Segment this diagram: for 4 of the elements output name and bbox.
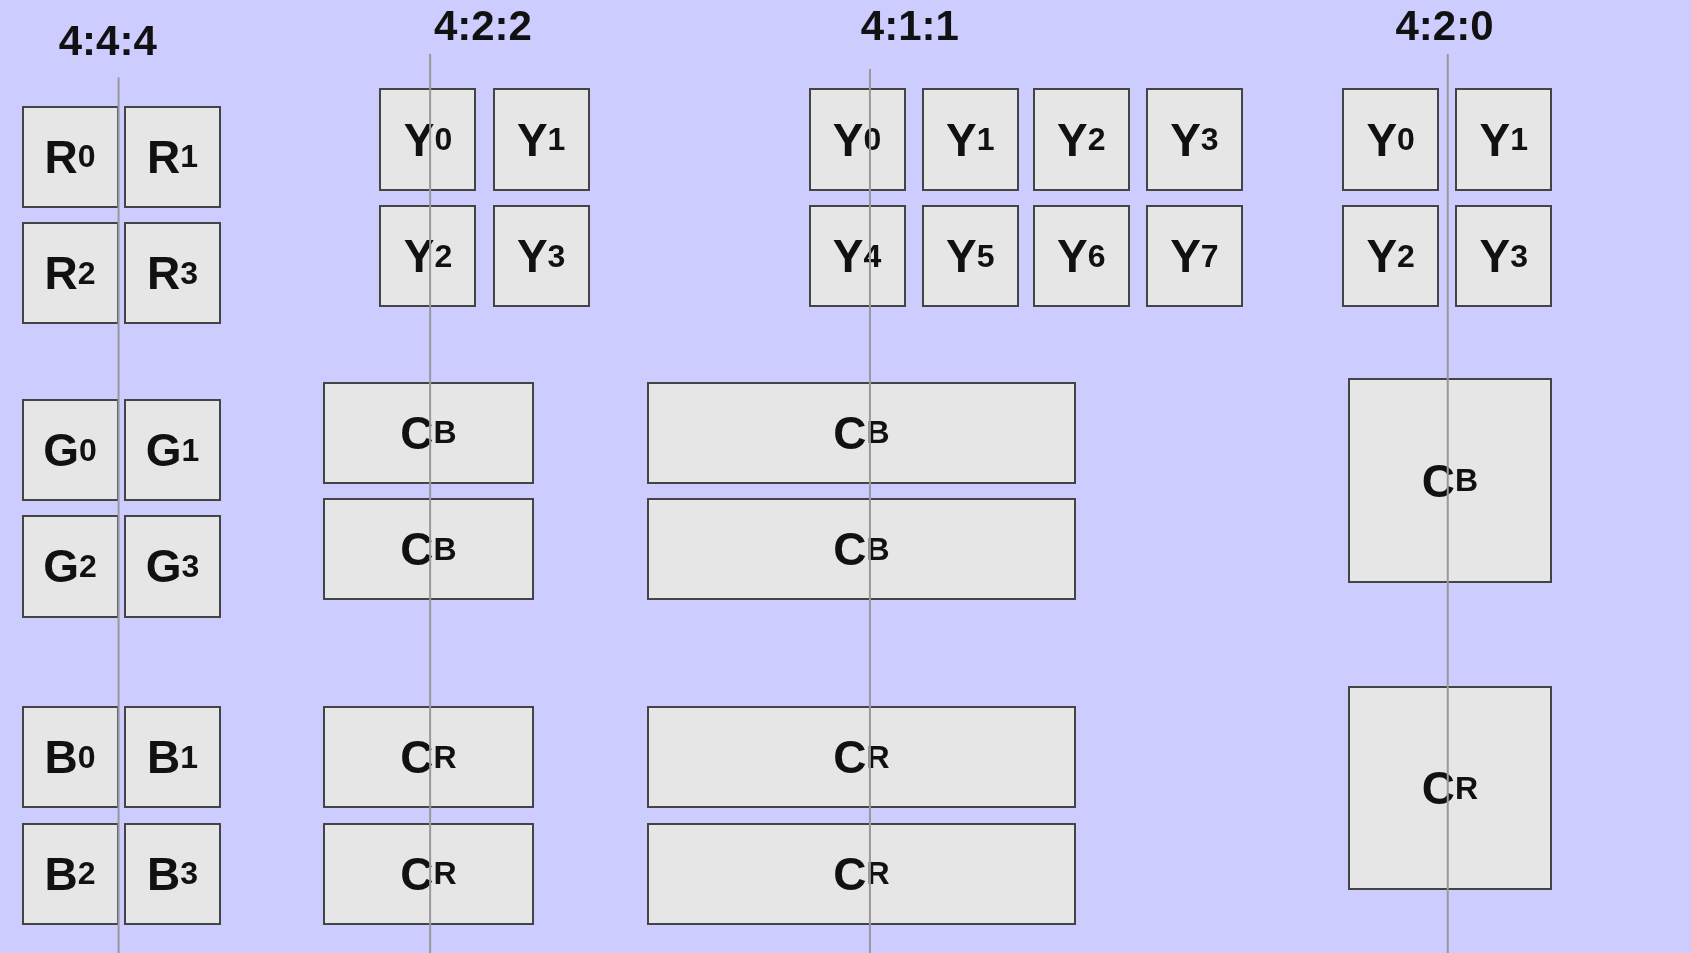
ratio-heading: 4:4:4 [58, 17, 157, 66]
ratio-heading: 4:2:2 [433, 2, 532, 51]
ratio-heading: 4:2:0 [1395, 2, 1494, 51]
ratio-heading: 4:1:1 [860, 2, 959, 51]
